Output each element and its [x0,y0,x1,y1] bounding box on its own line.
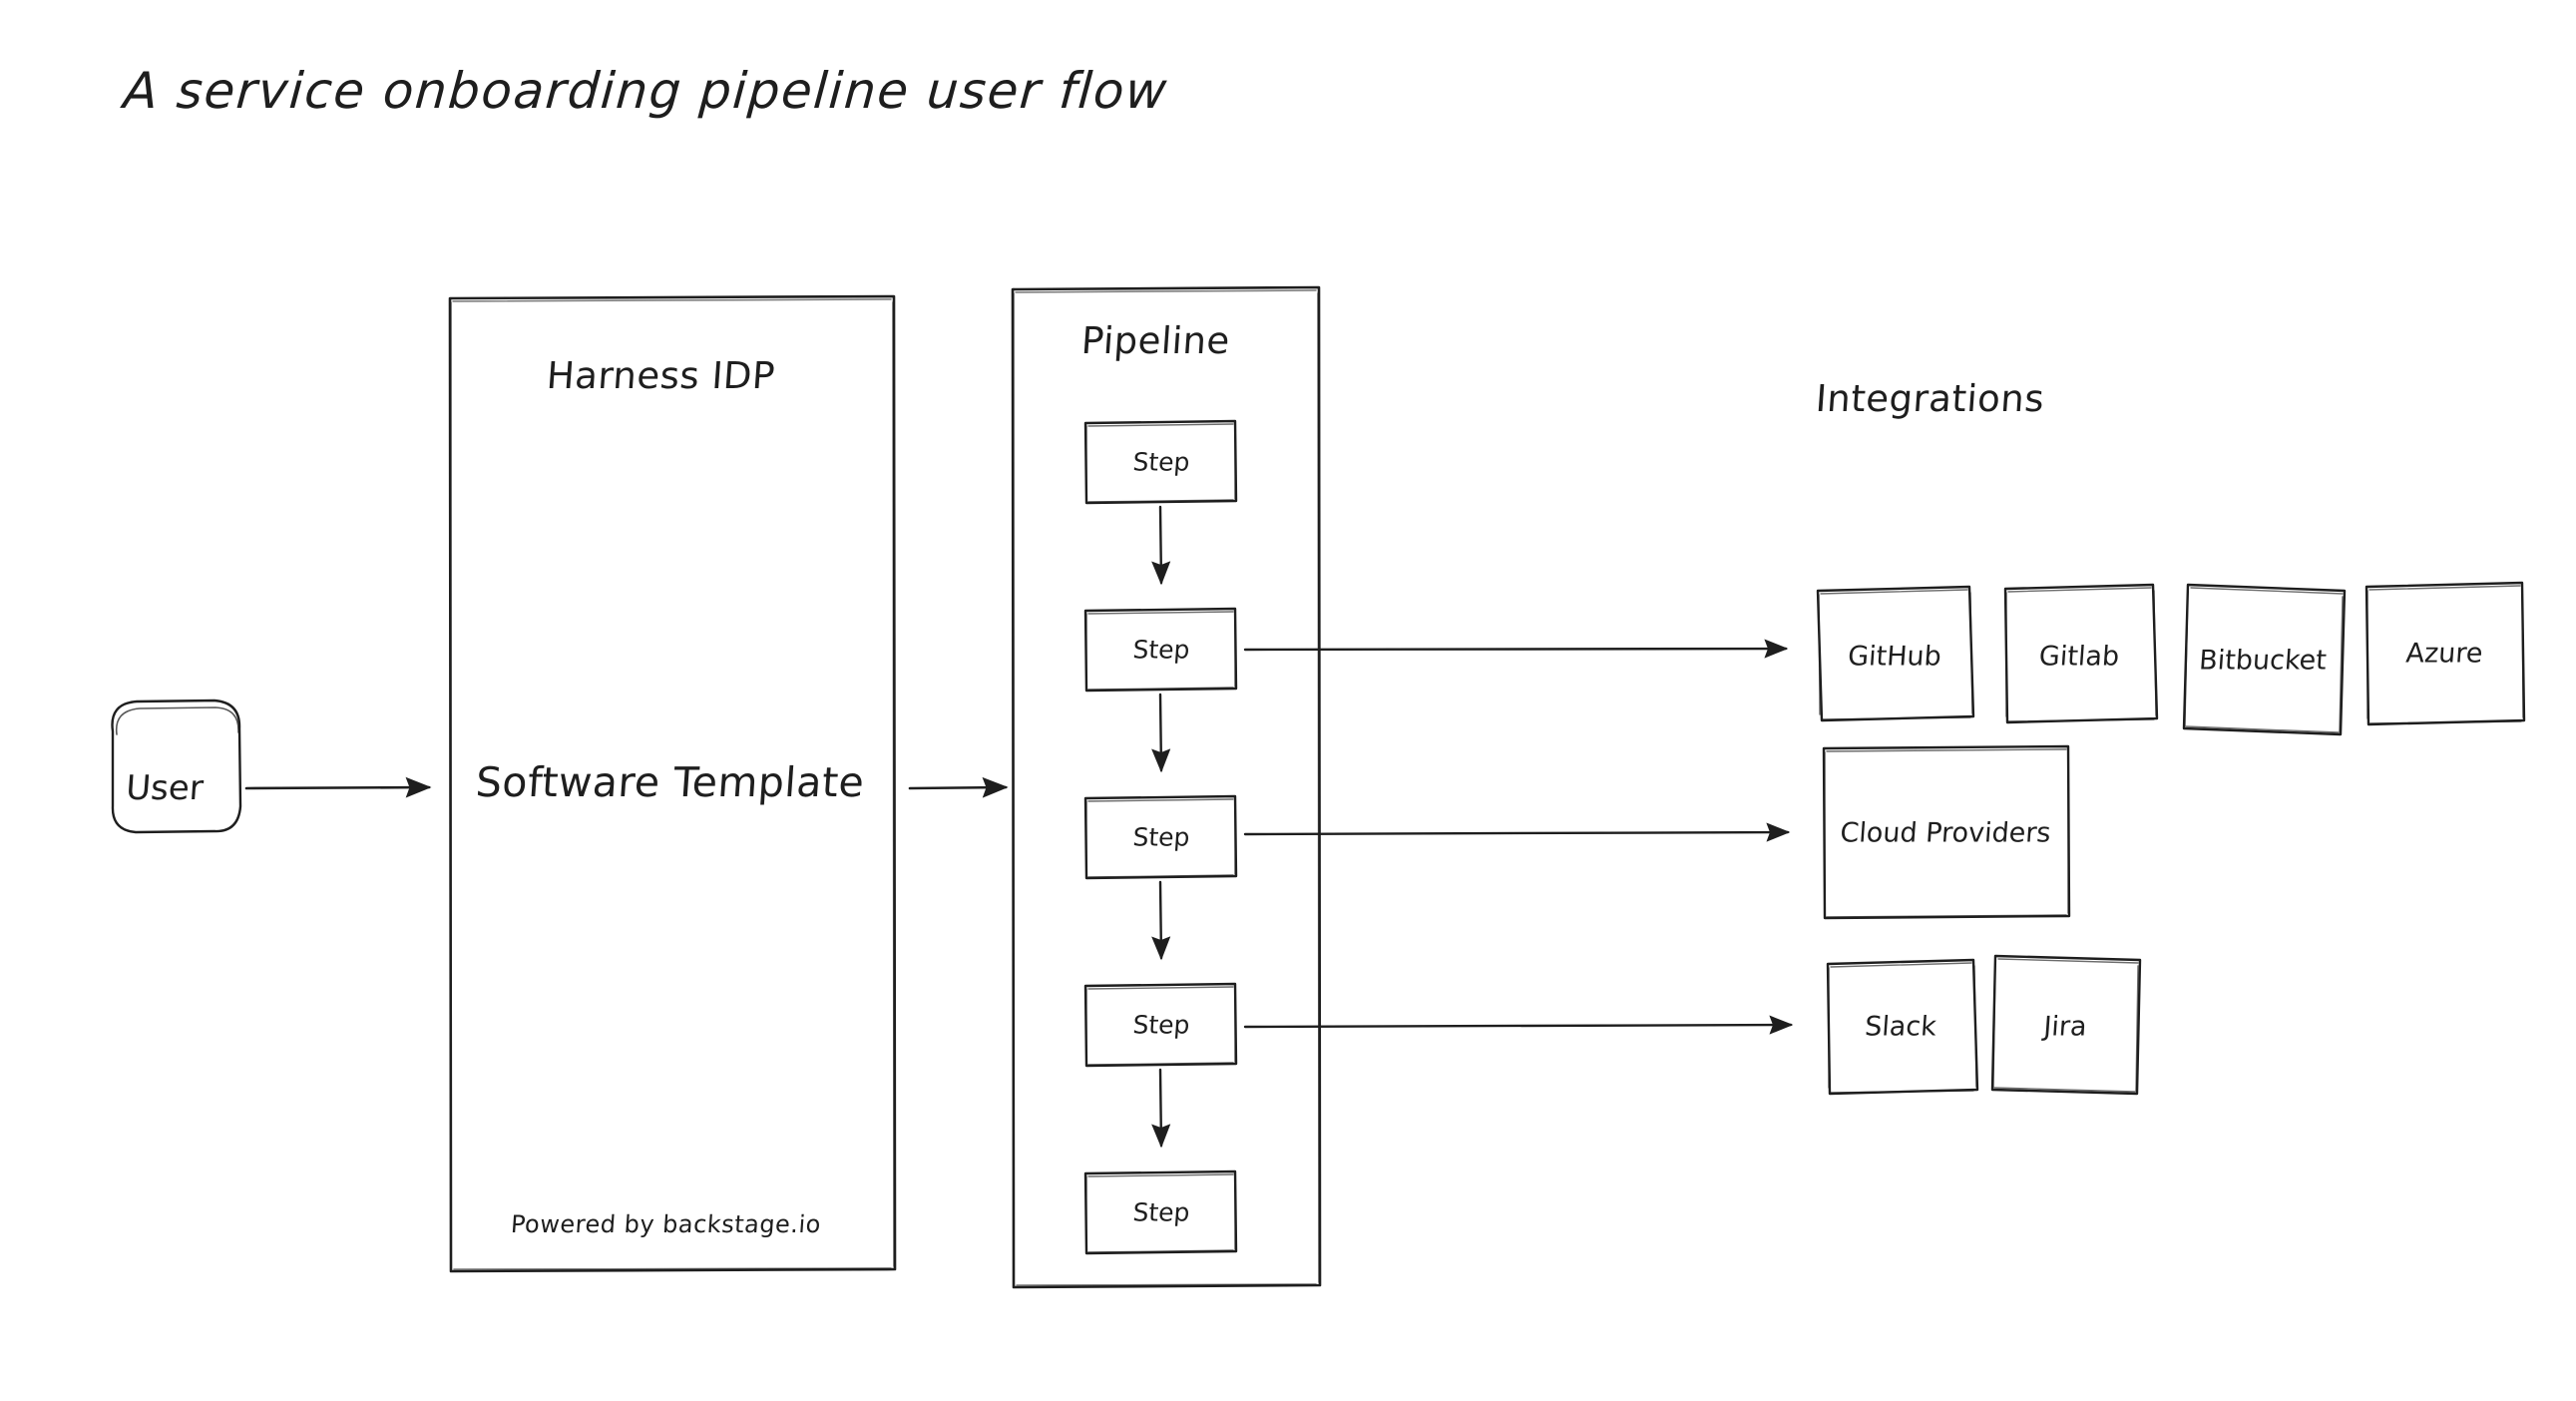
node-step-3[interactable] [1083,794,1238,880]
arrow-step3-to-step4 [1151,880,1171,961]
node-label-user: User [124,768,206,808]
node-label-step-3: Step [1131,822,1191,852]
node-integration-gitlab[interactable] [2003,583,2159,724]
node-label-gitlab: Gitlab [2037,641,2121,673]
node-step-5[interactable] [1083,1169,1238,1255]
container-title-harness-idp: Harness IDP [545,354,777,397]
node-step-2[interactable] [1083,607,1238,693]
container-harness-idp[interactable] [448,294,897,1273]
arrow-step4-to-slack [1243,1015,1794,1035]
arrow-step2-to-github [1243,639,1789,659]
arrow-user-to-idp [244,776,432,798]
node-label-slack: Slack [1864,1011,1937,1043]
arrow-step4-to-step5 [1151,1068,1171,1149]
node-label-bitbucket: Bitbucket [2198,645,2328,677]
node-label-step-4: Step [1131,1010,1191,1040]
node-integration-jira[interactable] [1990,954,2142,1096]
node-label-cloud-providers: Cloud Providers [1839,817,2052,849]
node-label-step-1: Step [1131,447,1191,477]
node-user[interactable] [111,699,242,834]
node-label-step-5: Step [1131,1197,1191,1227]
node-integration-cloud-providers[interactable] [1822,744,2071,920]
group-title-integrations: Integrations [1814,377,2046,420]
node-label-azure: Azure [2404,638,2484,670]
arrow-idp-to-pipeline [908,776,1009,798]
node-label-jira: Jira [2042,1011,2088,1043]
node-label-step-2: Step [1131,635,1191,665]
node-label-github: GitHub [1847,641,1942,673]
arrow-step1-to-step2 [1151,505,1171,586]
arrow-step2-to-step3 [1151,693,1171,773]
node-step-1[interactable] [1083,419,1238,505]
node-integration-bitbucket[interactable] [2182,583,2347,736]
label-software-template: Software Template [474,758,867,806]
node-integration-github[interactable] [1816,585,1975,722]
container-title-pipeline: Pipeline [1079,319,1232,362]
page-title: A service onboarding pipeline user flow [121,62,1170,120]
arrow-step3-to-cloud-providers [1243,822,1791,842]
label-powered-by-backstage: Powered by backstage.io [510,1210,822,1238]
node-integration-slack[interactable] [1826,958,1979,1096]
node-integration-azure[interactable] [2364,581,2526,726]
node-step-4[interactable] [1083,982,1238,1068]
